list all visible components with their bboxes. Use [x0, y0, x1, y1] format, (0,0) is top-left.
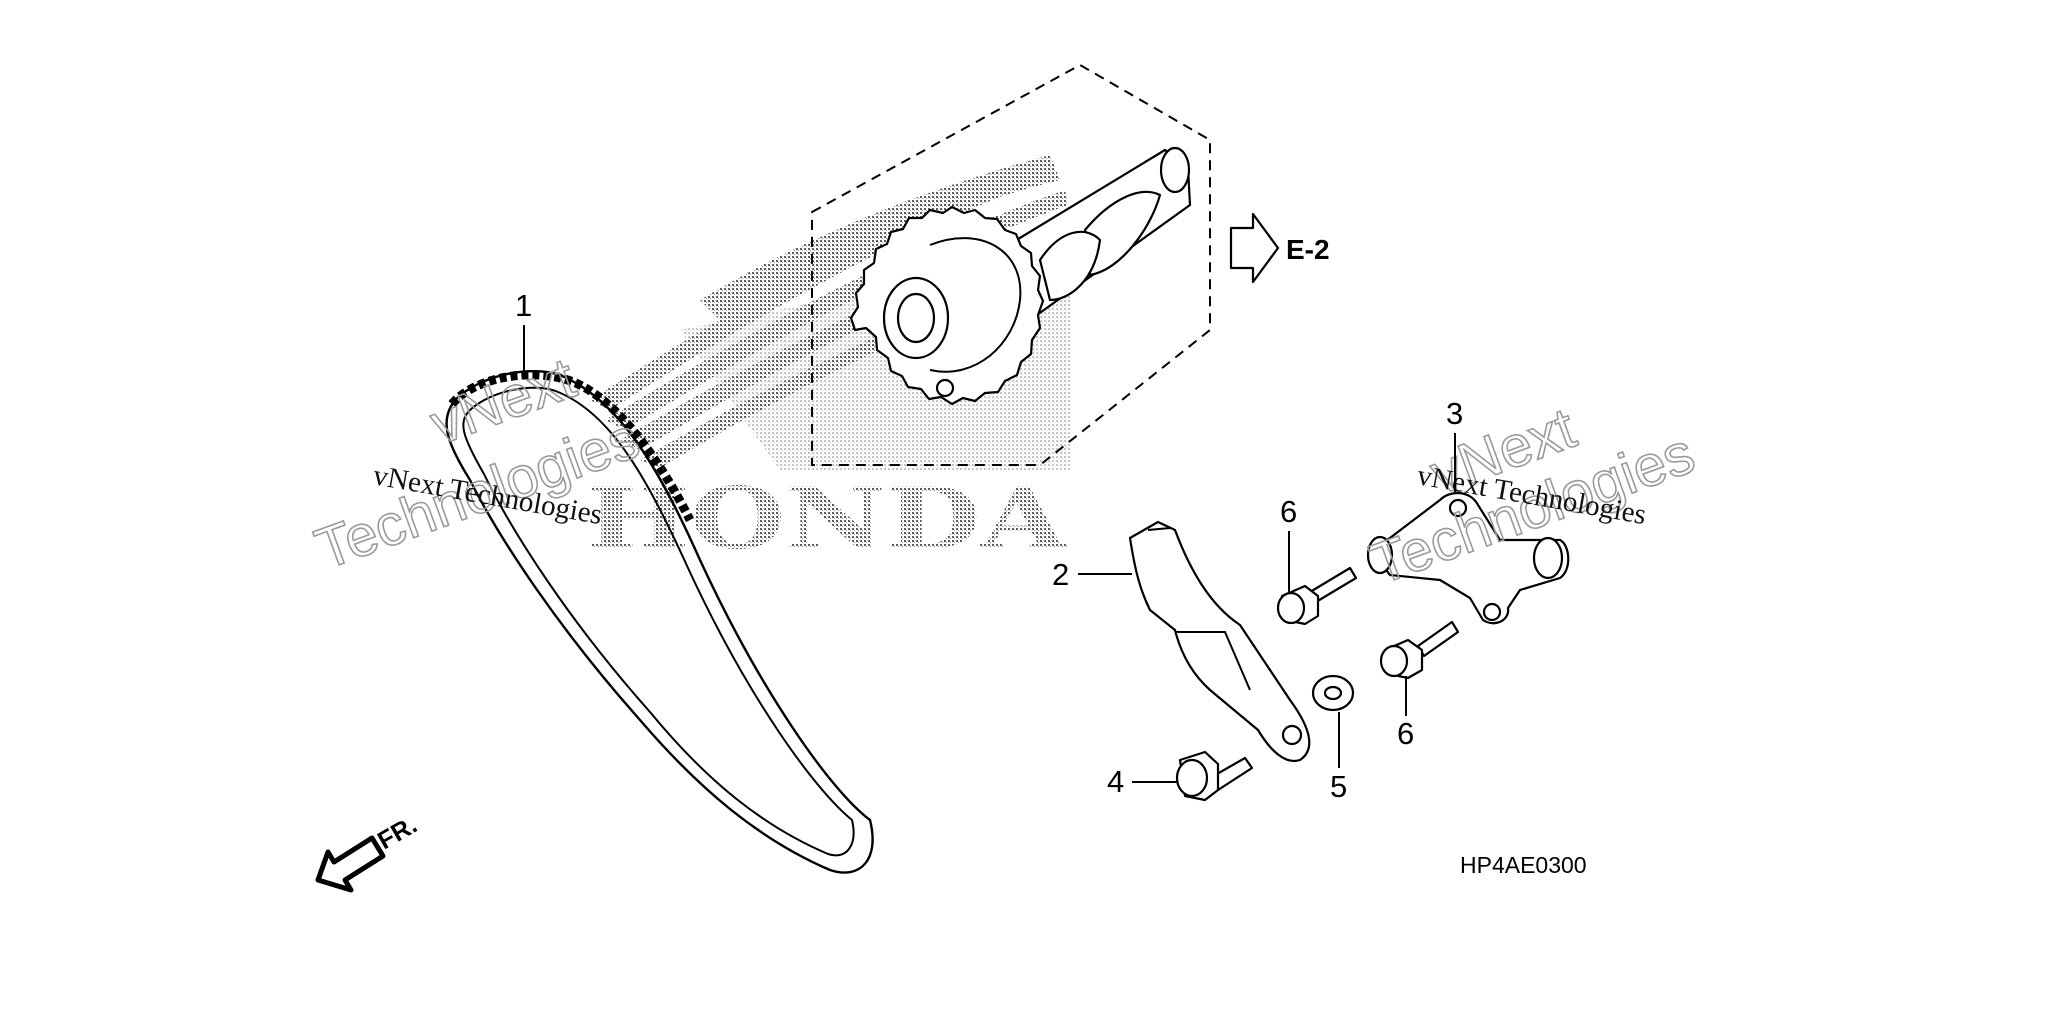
tensioner-lifter [1366, 492, 1570, 625]
front-direction-arrow: FR. [315, 811, 422, 893]
pivot-bolt [1175, 750, 1254, 802]
camshaft-assembly [849, 146, 1192, 406]
diagram-reference-code: HP4AE0300 [1460, 852, 1587, 878]
callouts: 1 2 3 4 5 6 6 [515, 288, 1463, 804]
callout-6-upper: 6 [1280, 494, 1297, 529]
callout-3: 3 [1446, 396, 1463, 431]
honda-logo-text: HONDA [586, 469, 1068, 568]
camshaft-section-box [811, 63, 1211, 466]
washer [1311, 674, 1355, 712]
flange-bolt-upper [1276, 566, 1358, 626]
callout-2: 2 [1052, 557, 1069, 592]
callout-5: 5 [1330, 769, 1347, 804]
section-ref-arrow: E-2 [1229, 212, 1330, 284]
tensioner-arm [1128, 520, 1311, 763]
section-ref-label: E-2 [1286, 234, 1330, 265]
callout-4: 4 [1107, 764, 1124, 799]
cam-chain [445, 369, 874, 874]
callout-6-lower: 6 [1397, 716, 1414, 751]
callout-1: 1 [515, 288, 532, 323]
flange-bolt-lower [1379, 620, 1460, 680]
